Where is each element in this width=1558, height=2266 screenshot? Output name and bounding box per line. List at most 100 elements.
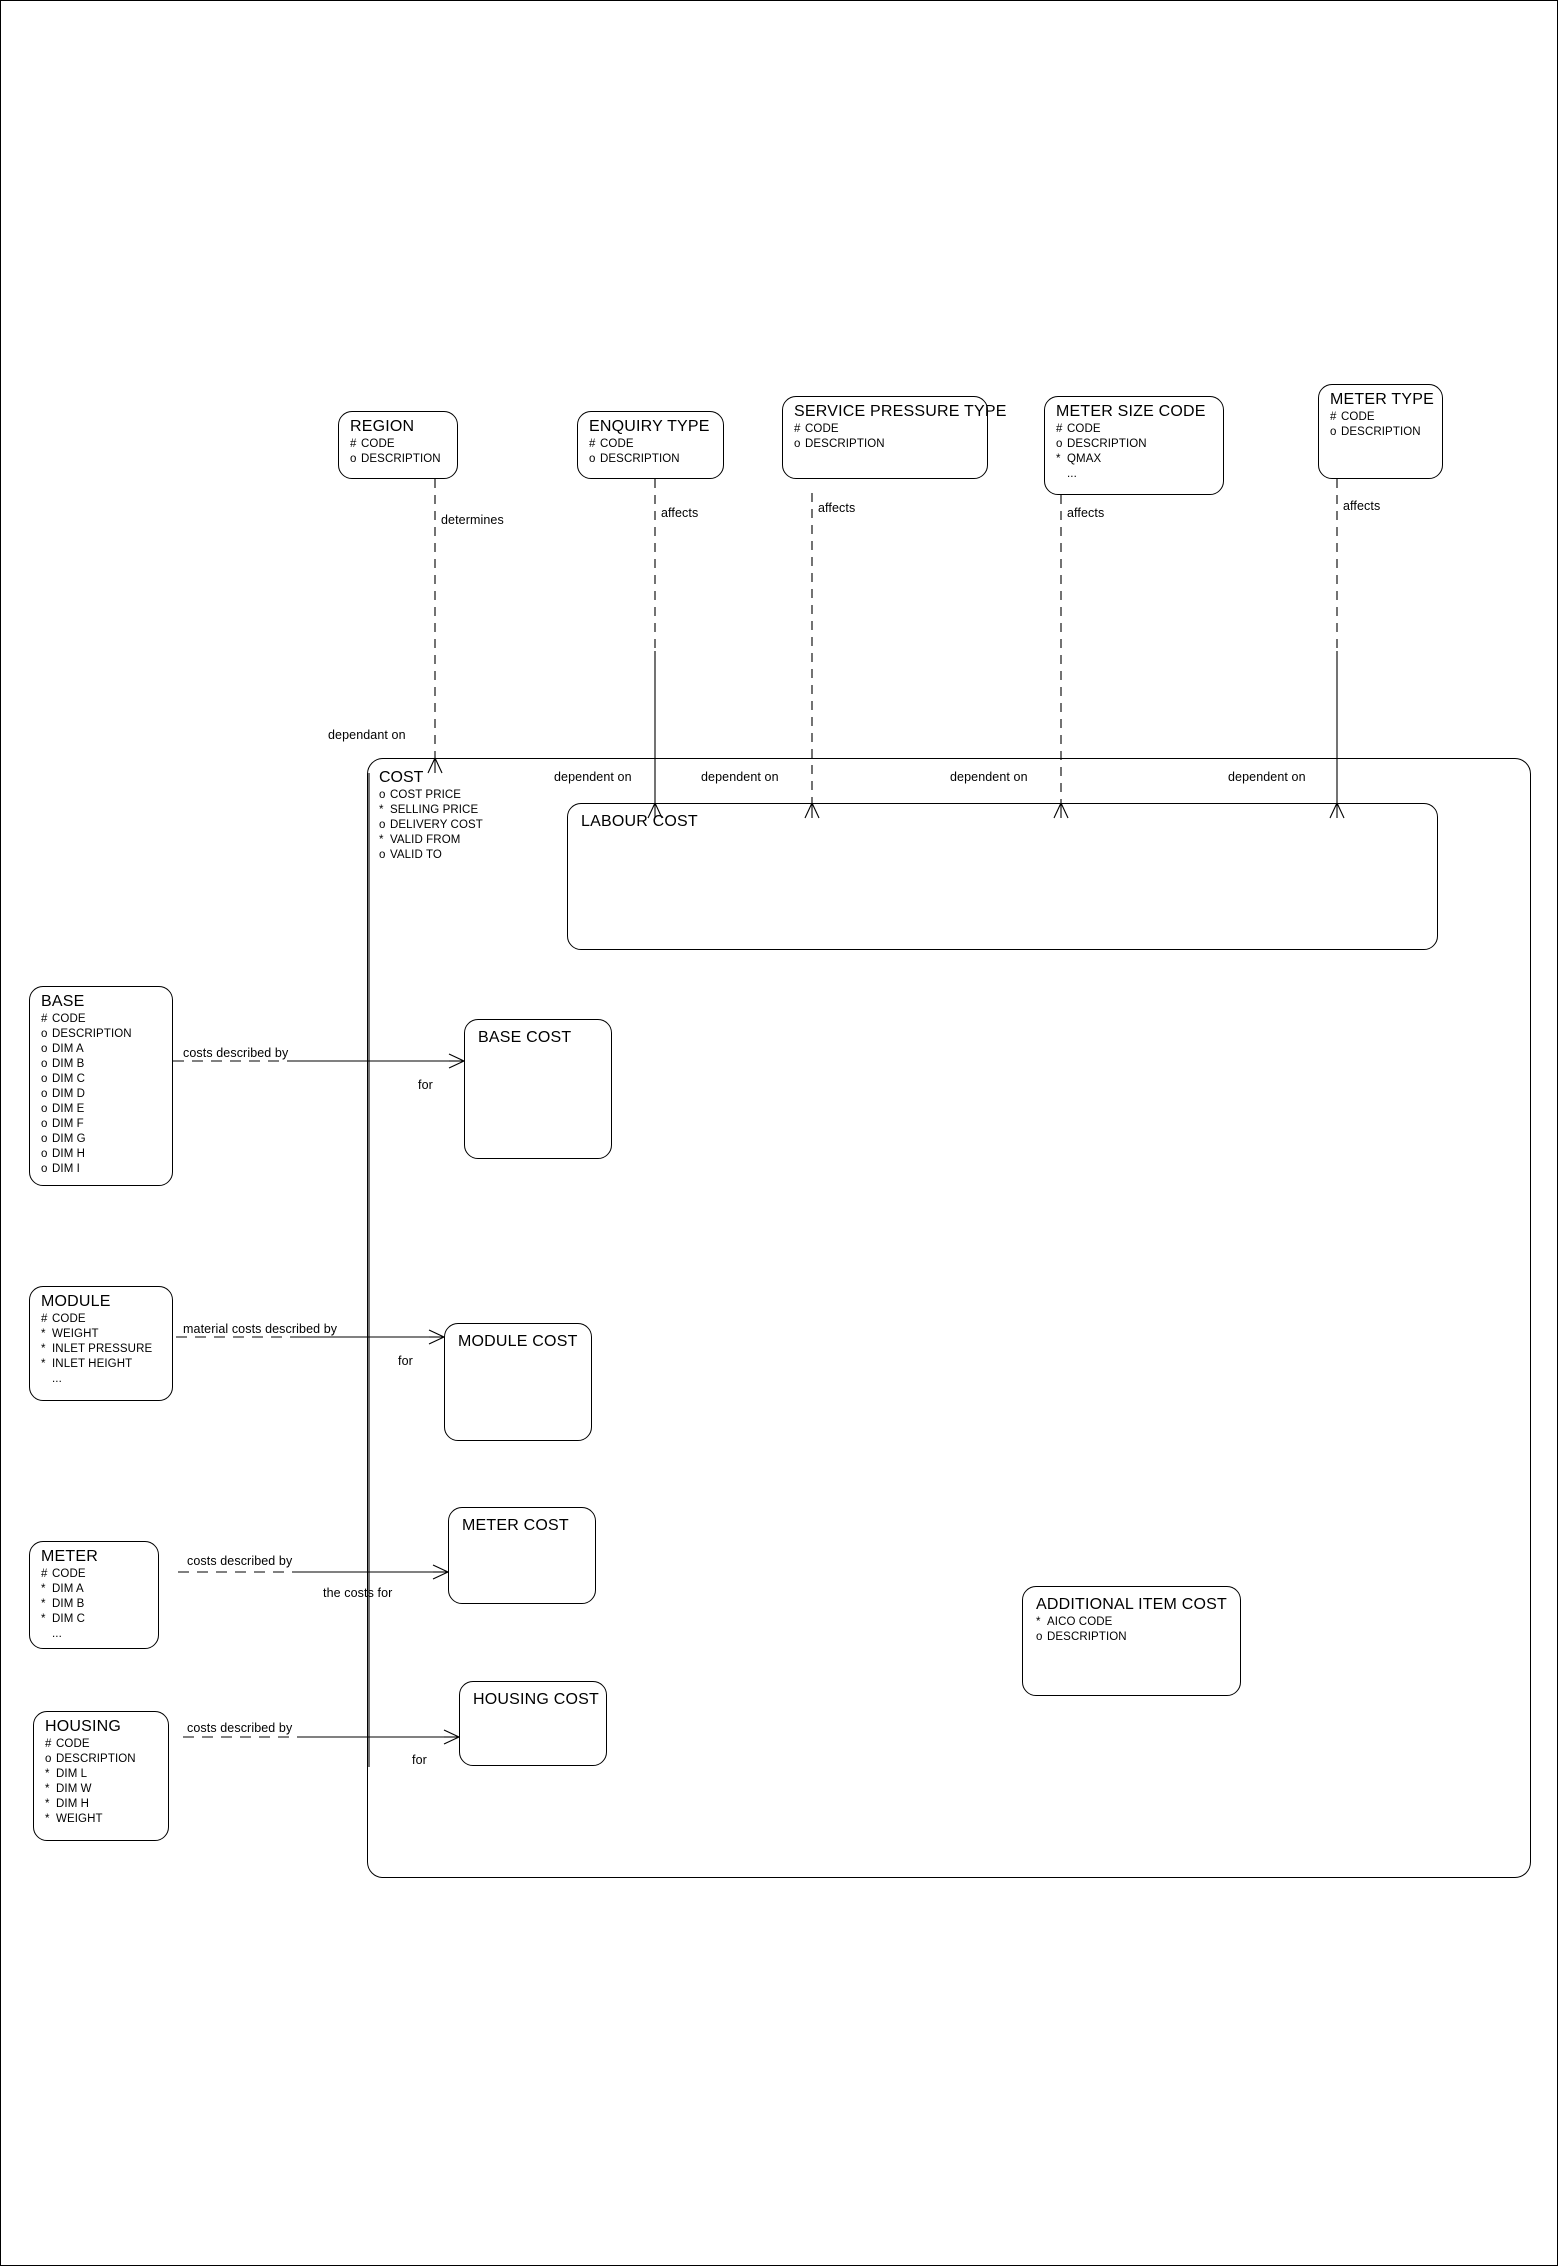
attribute-row: *AICO CODE — [1036, 1616, 1113, 1628]
attribute-row: *DIM H — [45, 1798, 90, 1810]
rel-label-housing-cost-for: for — [412, 1753, 427, 1767]
crowfoot-meter-size-labour — [1053, 802, 1069, 819]
entity-base-cost[interactable]: BASE COST — [464, 1019, 612, 1159]
entity-region-title: REGION — [350, 418, 415, 435]
rel-label-meter-size-affects: affects — [1067, 506, 1105, 520]
entity-service-pressure-type-title: SERVICE PRESSURE TYPE — [794, 403, 1007, 420]
attribute-row: #CODE — [794, 423, 839, 435]
crowfoot-module-modulecost — [428, 1329, 445, 1345]
rel-label-base-cost-for: for — [418, 1078, 433, 1092]
rel-label-labour-dependent-on-3: dependent on — [950, 770, 1028, 784]
crowfoot-meter-metercost — [432, 1564, 449, 1580]
attribute-row: *QMAX — [1056, 453, 1102, 465]
attribute-row: ... — [1067, 468, 1077, 480]
attribute-row: #CODE — [41, 1313, 86, 1325]
entity-module-cost[interactable]: MODULE COST — [444, 1323, 592, 1441]
rel-label-base-costs-described-by: costs described by — [183, 1046, 289, 1060]
entity-meter-size-code-title: METER SIZE CODE — [1056, 403, 1206, 420]
entity-meter-cost-title: METER COST — [462, 1517, 569, 1534]
rel-label-housing-costs-described-by: costs described by — [187, 1721, 293, 1735]
attribute-row: *DIM A — [41, 1583, 84, 1595]
crowfoot-region-cost — [427, 757, 443, 774]
crowfoot-housing-housingcost — [443, 1729, 460, 1745]
rel-label-cost-dependant-on: dependant on — [328, 728, 406, 742]
attribute-row: *DIM C — [41, 1613, 86, 1625]
entity-module-attributes: #CODE *WEIGHT *INLET PRESSURE *INLET HEI… — [41, 1312, 163, 1387]
entity-meter-attributes: #CODE *DIM A *DIM B *DIM C ... — [41, 1567, 149, 1642]
attribute-row: #CODE — [350, 438, 395, 450]
attribute-row: ... — [52, 1373, 62, 1385]
entity-meter-cost[interactable]: METER COST — [448, 1507, 596, 1604]
rel-label-labour-dependent-on-2: dependent on — [701, 770, 779, 784]
entity-base-cost-title: BASE COST — [478, 1029, 572, 1046]
entity-cost-container[interactable] — [367, 758, 1531, 1878]
rel-label-meter-type-affects: affects — [1343, 499, 1381, 513]
rel-label-module-cost-for: for — [398, 1354, 413, 1368]
entity-labour-cost-title: LABOUR COST — [581, 813, 698, 830]
crowfoot-enquiry-labour — [647, 802, 663, 819]
rel-label-labour-dependent-on-1: dependent on — [554, 770, 632, 784]
attribute-row: *WEIGHT — [45, 1813, 103, 1825]
attribute-row: #CODE — [45, 1738, 90, 1750]
crowfoot-base-basecost — [448, 1053, 465, 1069]
entity-module[interactable]: MODULE #CODE *WEIGHT *INLET PRESSURE *IN… — [29, 1286, 173, 1401]
attribute-row: #CODE — [41, 1568, 86, 1580]
entity-meter[interactable]: METER #CODE *DIM A *DIM B *DIM C ... — [29, 1541, 159, 1649]
entity-housing-cost-title: HOUSING COST — [473, 1691, 599, 1708]
crowfoot-service-pressure-labour — [804, 802, 820, 819]
rel-label-module-material-costs-described-by: material costs described by — [183, 1322, 338, 1336]
rel-label-service-pressure-affects: affects — [818, 501, 856, 515]
rel-label-meter-costs-described-by: costs described by — [187, 1554, 293, 1568]
attribute-row: #CODE — [1330, 411, 1375, 423]
entity-base-title: BASE — [41, 993, 85, 1010]
attribute-row: *DIM L — [45, 1768, 88, 1780]
entity-housing-cost[interactable]: HOUSING COST — [459, 1681, 607, 1766]
entity-meter-type-title: METER TYPE — [1330, 391, 1434, 408]
rel-label-region-determines: determines — [441, 513, 504, 527]
attribute-row: #CODE — [1056, 423, 1101, 435]
attribute-row: *SELLING PRICE — [379, 804, 479, 816]
entity-meter-title: METER — [41, 1548, 98, 1565]
rel-label-meter-cost-the-costs-for: the costs for — [323, 1586, 393, 1600]
entity-module-title: MODULE — [41, 1293, 111, 1310]
attribute-row: *INLET PRESSURE — [41, 1343, 153, 1355]
entity-labour-cost[interactable]: LABOUR COST — [567, 803, 1438, 950]
